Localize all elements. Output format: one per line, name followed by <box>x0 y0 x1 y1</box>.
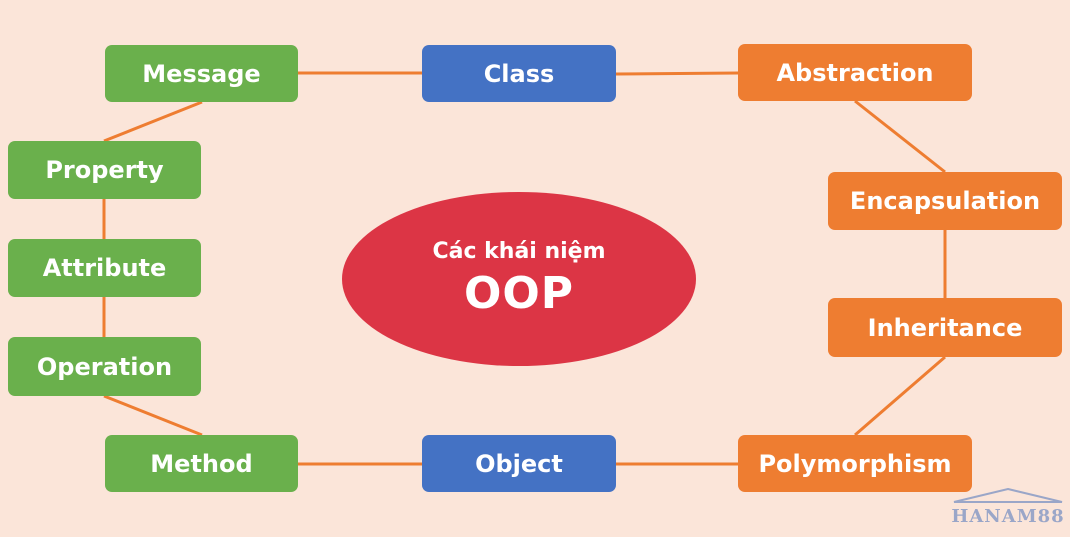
node-encapsulation[interactable]: Encapsulation <box>828 172 1062 230</box>
node-polymorphism[interactable]: Polymorphism <box>738 435 972 492</box>
link-abstraction-encapsulation <box>854 99 946 174</box>
center-subtitle: Các khái niệm <box>432 239 606 264</box>
node-attribute[interactable]: Attribute <box>8 239 201 297</box>
node-class[interactable]: Class <box>422 45 616 102</box>
node-property[interactable]: Property <box>8 141 201 199</box>
link-inheritance-polymorphism <box>854 355 946 437</box>
center-title: OOP <box>463 268 575 319</box>
node-inheritance[interactable]: Inheritance <box>828 298 1062 357</box>
center-ellipse: Các khái niệm OOP <box>342 192 696 366</box>
node-operation[interactable]: Operation <box>8 337 201 396</box>
link-operation-method <box>103 394 203 437</box>
roof-icon <box>953 488 1063 503</box>
link-message-property <box>103 100 203 143</box>
link-class-abstraction <box>615 71 739 76</box>
watermark-logo: HANAM88 <box>950 488 1066 534</box>
node-method[interactable]: Method <box>105 435 298 492</box>
node-message[interactable]: Message <box>105 45 298 102</box>
watermark-text: HANAM88 <box>951 506 1065 527</box>
node-abstraction[interactable]: Abstraction <box>738 44 972 101</box>
node-object[interactable]: Object <box>422 435 616 492</box>
